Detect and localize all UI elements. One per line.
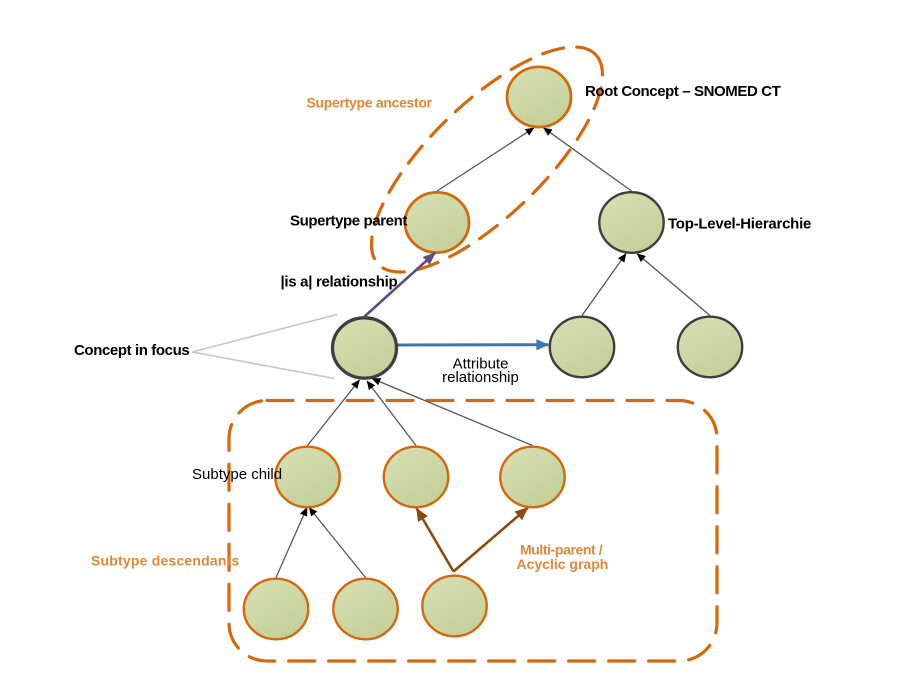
svg-text:Supertype ancestor: Supertype ancestor bbox=[307, 95, 433, 111]
svg-text:Root Concept – SNOMED CT: Root Concept – SNOMED CT bbox=[585, 83, 781, 100]
svg-text:Top-Level-Hierarchie: Top-Level-Hierarchie bbox=[668, 216, 811, 233]
svg-text:relationship: relationship bbox=[442, 369, 519, 386]
svg-text:Concept in focus: Concept in focus bbox=[74, 342, 189, 359]
svg-text:Subtype descendants: Subtype descendants bbox=[91, 553, 240, 569]
svg-text:Multi-parent /: Multi-parent / bbox=[520, 541, 603, 557]
svg-text:Attribute: Attribute bbox=[453, 356, 509, 373]
svg-text:Subtype child: Subtype child bbox=[192, 466, 282, 483]
svg-text:|is a| relationship: |is a| relationship bbox=[281, 274, 398, 291]
svg-text:Supertype parent: Supertype parent bbox=[290, 213, 407, 230]
svg-text:Acyclic graph: Acyclic graph bbox=[517, 556, 609, 572]
